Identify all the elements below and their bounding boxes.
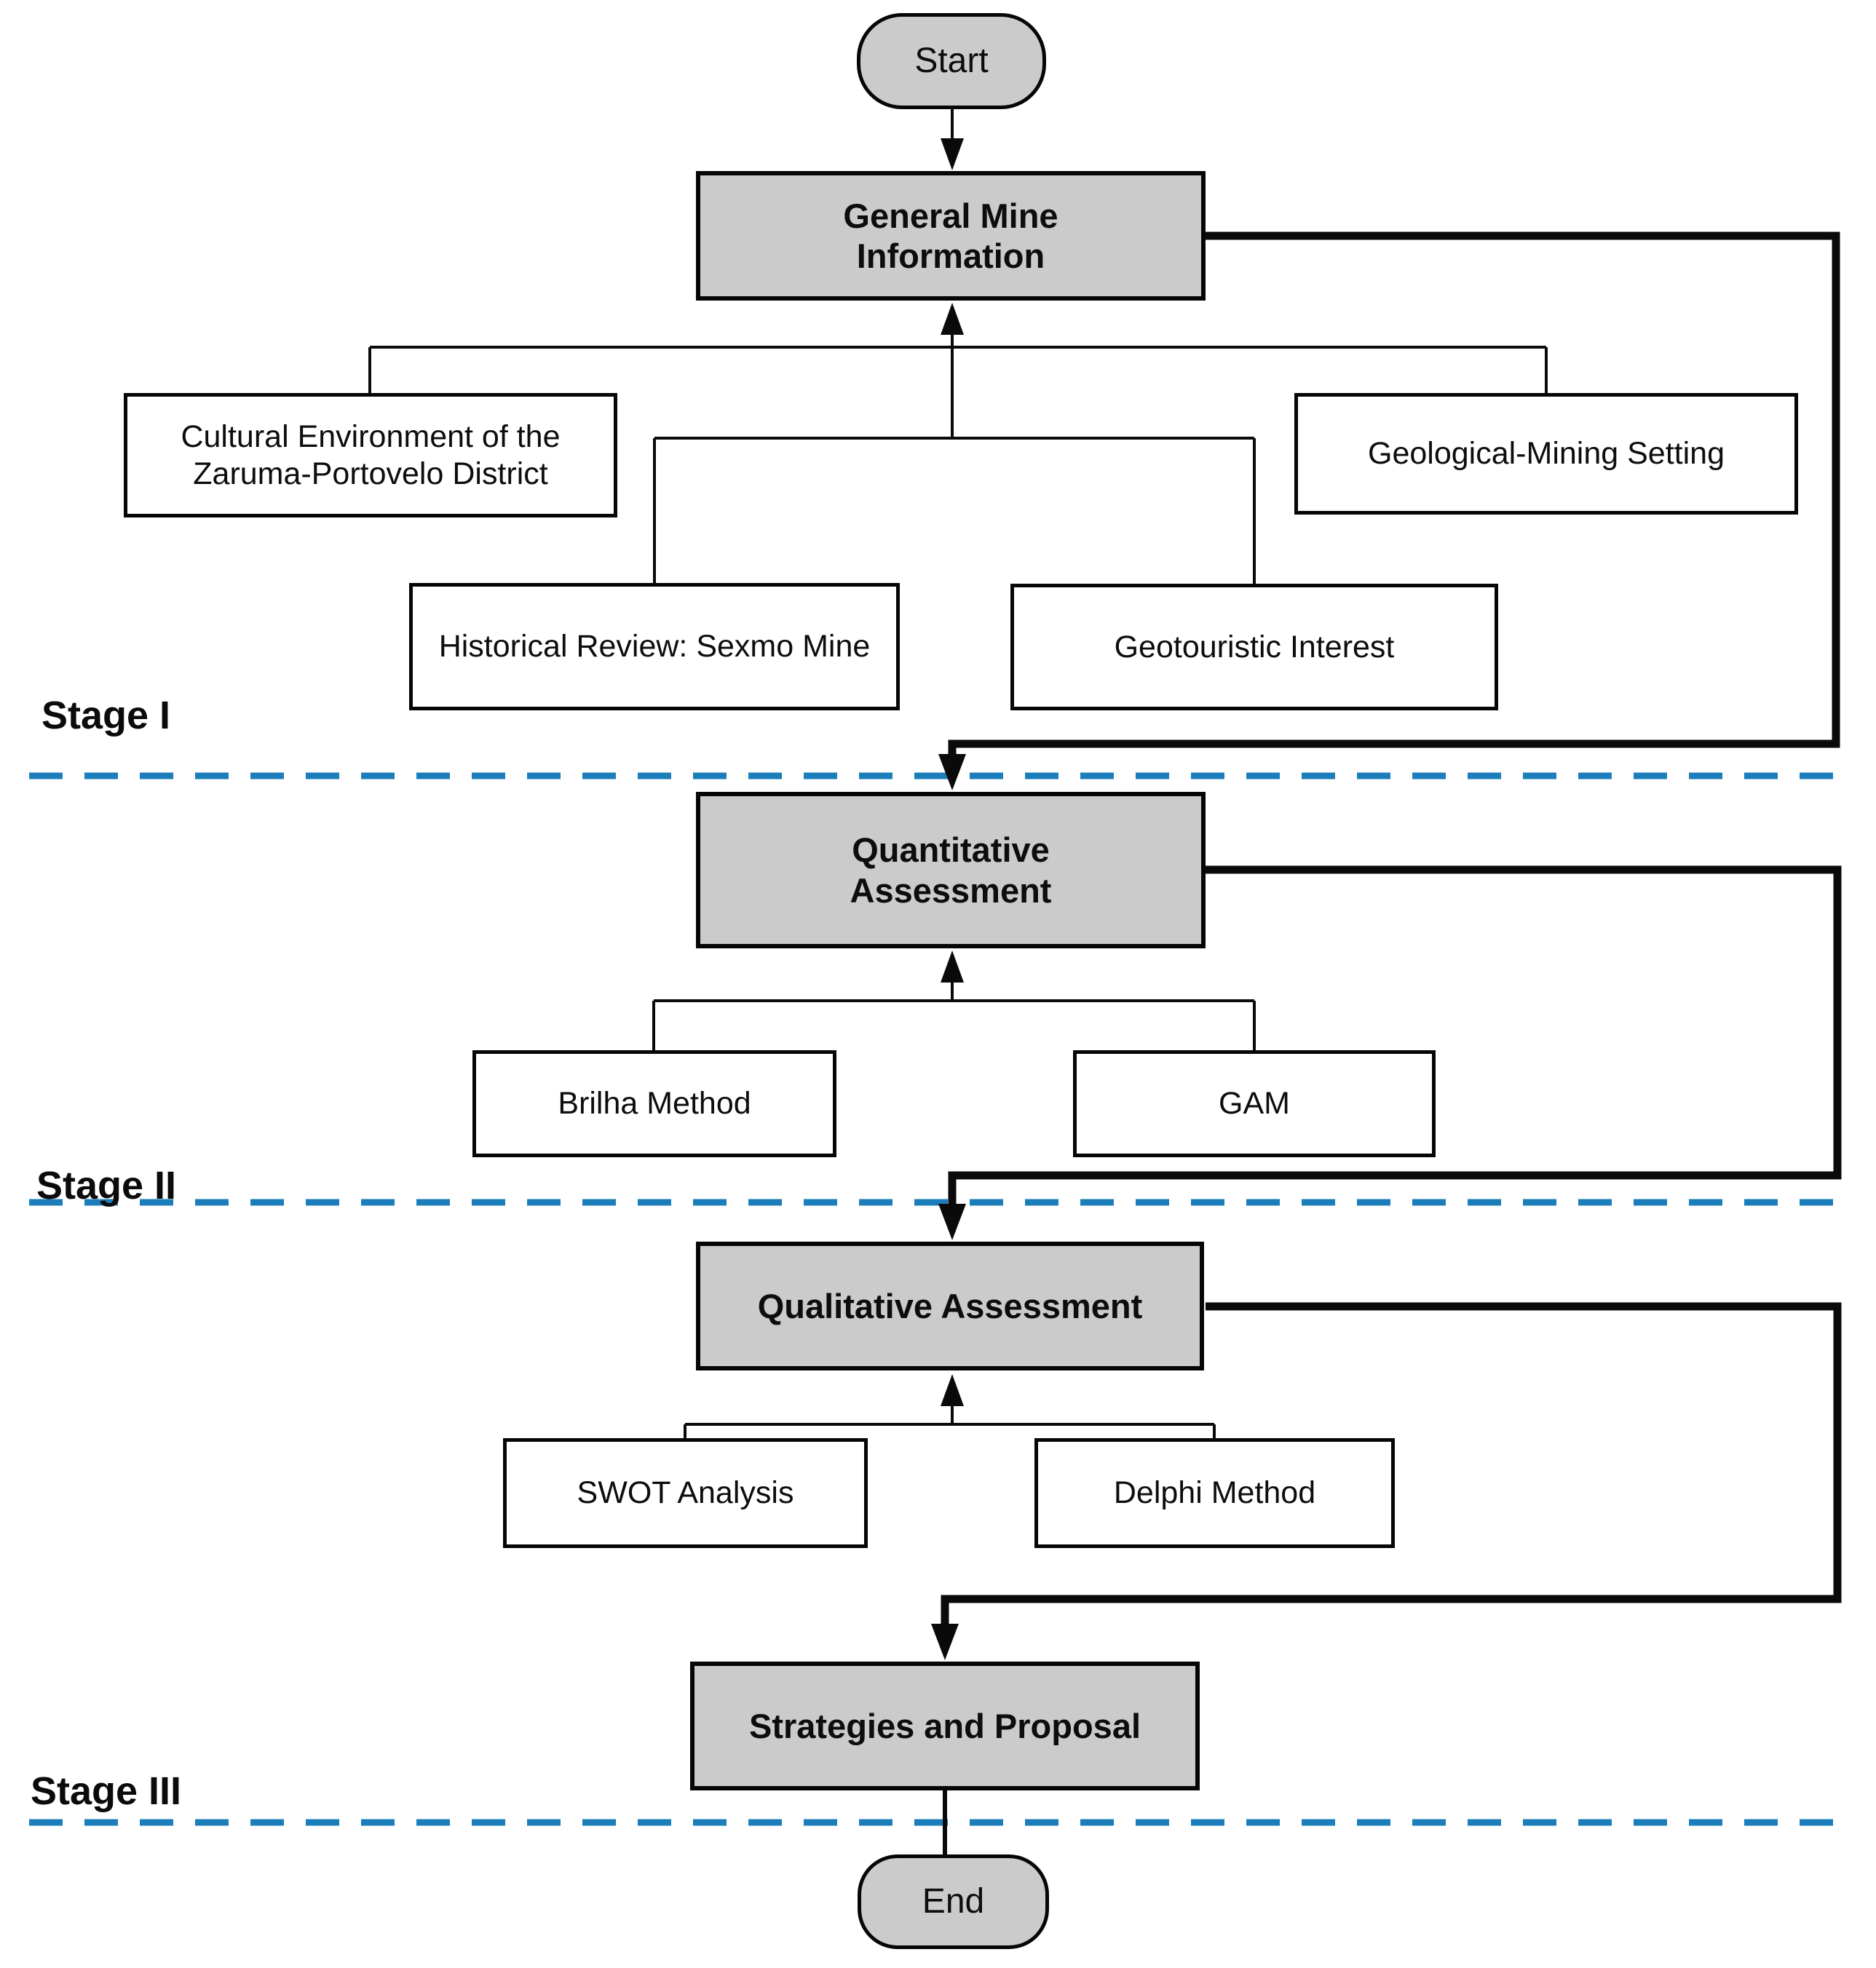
- arrow-down-icon: [931, 1624, 959, 1660]
- node-geotouristic-interest: Geotouristic Interest: [1010, 584, 1498, 710]
- node-geological-mining-setting-label: Geological-Mining Setting: [1368, 436, 1725, 472]
- node-geotouristic-interest-label: Geotouristic Interest: [1114, 629, 1395, 664]
- edge-bus2: [653, 437, 1256, 584]
- edge-bus3: [652, 999, 1256, 1050]
- node-start: Start: [857, 13, 1046, 109]
- node-end: End: [858, 1854, 1049, 1949]
- arrow-up-icon: [941, 1374, 964, 1406]
- thin-connectors: [368, 109, 1548, 1438]
- thick-flow-connectors: [941, 231, 1842, 1627]
- node-qualitative-assessment-label: Qualitative Assessment: [757, 1286, 1143, 1325]
- node-gam: GAM: [1073, 1050, 1436, 1157]
- stage3-label: Stage III: [31, 1769, 182, 1813]
- node-gam-label: GAM: [1219, 1086, 1290, 1122]
- node-delphi-method: Delphi Method: [1034, 1438, 1395, 1548]
- node-cultural-environment: Cultural Environment of the Zaruma-Porto…: [124, 393, 617, 517]
- node-geological-mining-setting: Geological-Mining Setting: [1294, 393, 1798, 515]
- node-quantitative-assessment: Quantitative Assessment: [696, 792, 1206, 948]
- node-strategies-and-proposal: Strategies and Proposal: [690, 1662, 1200, 1790]
- edge-bus4: [684, 1423, 1216, 1438]
- stage2-label: Stage II: [36, 1164, 177, 1207]
- arrow-up-icon: [941, 951, 964, 983]
- stage1-label: Stage I: [41, 694, 171, 737]
- node-historical-review-label: Historical Review: Sexmo Mine: [438, 629, 871, 664]
- arrow-down-icon: [938, 1204, 966, 1240]
- edge-bus1: [368, 346, 1548, 393]
- node-cultural-environment-label: Cultural Environment of the Zaruma-Porto…: [181, 418, 561, 491]
- node-swot-analysis: SWOT Analysis: [503, 1438, 868, 1548]
- node-general-mine-information: General Mine Information: [696, 171, 1206, 301]
- node-strategies-and-proposal-label: Strategies and Proposal: [748, 1706, 1141, 1745]
- node-brilha-method-label: Brilha Method: [558, 1086, 751, 1122]
- node-swot-analysis-label: SWOT Analysis: [577, 1475, 794, 1511]
- edge-qual-strategies: [941, 1302, 1842, 1627]
- arrow-up-icon: [941, 303, 964, 335]
- node-historical-review-sexmo-mine: Historical Review: Sexmo Mine: [409, 583, 900, 710]
- arrow-down-icon: [938, 754, 966, 790]
- stage-divider-lines: [29, 772, 1851, 1826]
- node-general-mine-information-label: General Mine Information: [843, 196, 1058, 275]
- node-brilha-method: Brilha Method: [472, 1050, 836, 1157]
- edge-gmi-quant: [948, 231, 1840, 757]
- node-start-label: Start: [914, 41, 989, 80]
- node-end-label: End: [922, 1881, 985, 1921]
- node-quantitative-assessment-label: Quantitative Assessment: [850, 830, 1052, 910]
- node-qualitative-assessment: Qualitative Assessment: [696, 1242, 1204, 1370]
- edge-quant-qual: [948, 865, 1842, 1207]
- arrowheads: [931, 138, 966, 1660]
- arrow-down-icon: [941, 138, 964, 170]
- node-delphi-method-label: Delphi Method: [1113, 1475, 1316, 1511]
